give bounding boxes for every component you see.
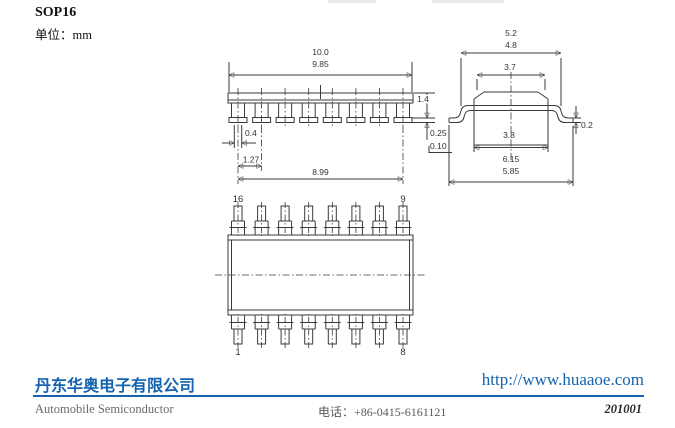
- end-view-drawing: 5.2 4.8 3.7 3.8 6.15 5.85 0.2: [449, 28, 593, 186]
- dim-side-height: 1.4: [417, 94, 429, 104]
- document-number: 201001: [604, 402, 643, 416]
- dim-end-span-max: 5.2: [505, 28, 517, 38]
- dim-side-standoff-min: 0.10: [430, 141, 447, 151]
- division-name: Automobile Semiconductor: [35, 402, 174, 416]
- website-link[interactable]: http://www.huaaoe.com: [481, 370, 644, 389]
- cropped-text-artifact: [328, 0, 376, 3]
- dim-side-pitch: 1.27: [243, 155, 260, 165]
- side-view-drawing: 10.0 9.85 1.4 0.25 0.10 0.4 1.2: [222, 47, 452, 184]
- dim-end-body-top: 3.7: [504, 62, 516, 72]
- dim-end-span-min: 4.8: [505, 40, 517, 50]
- dim-side-standoff-max: 0.25: [430, 128, 447, 138]
- dim-side-lead-span: 8.99: [312, 167, 329, 177]
- dim-end-lead-thickness: 0.2: [581, 120, 593, 130]
- unit-label: 单位：mm: [35, 28, 92, 42]
- pin-label-9: 9: [400, 194, 405, 205]
- dim-side-overall-min: 9.85: [312, 59, 329, 69]
- dim-end-foot-span-max: 6.15: [503, 154, 520, 164]
- dim-end-foot-span-min: 5.85: [503, 166, 520, 176]
- pin-label-8: 8: [400, 347, 405, 358]
- cropped-text-artifact: [432, 0, 504, 3]
- pin-label-16: 16: [233, 194, 244, 205]
- pin-label-1: 1: [235, 347, 240, 358]
- package-title: SOP16: [35, 5, 77, 20]
- dim-end-body-bottom: 3.8: [503, 130, 515, 140]
- dim-side-lead-width: 0.4: [245, 128, 257, 138]
- top-view-drawing: 16 9 1 8: [215, 194, 426, 358]
- footer-divider: [33, 395, 644, 397]
- dim-side-overall-max: 10.0: [312, 47, 329, 57]
- phone-number: 电话：+86-0415-6161121: [318, 405, 447, 419]
- company-name: 丹东华奥电子有限公司: [35, 378, 196, 395]
